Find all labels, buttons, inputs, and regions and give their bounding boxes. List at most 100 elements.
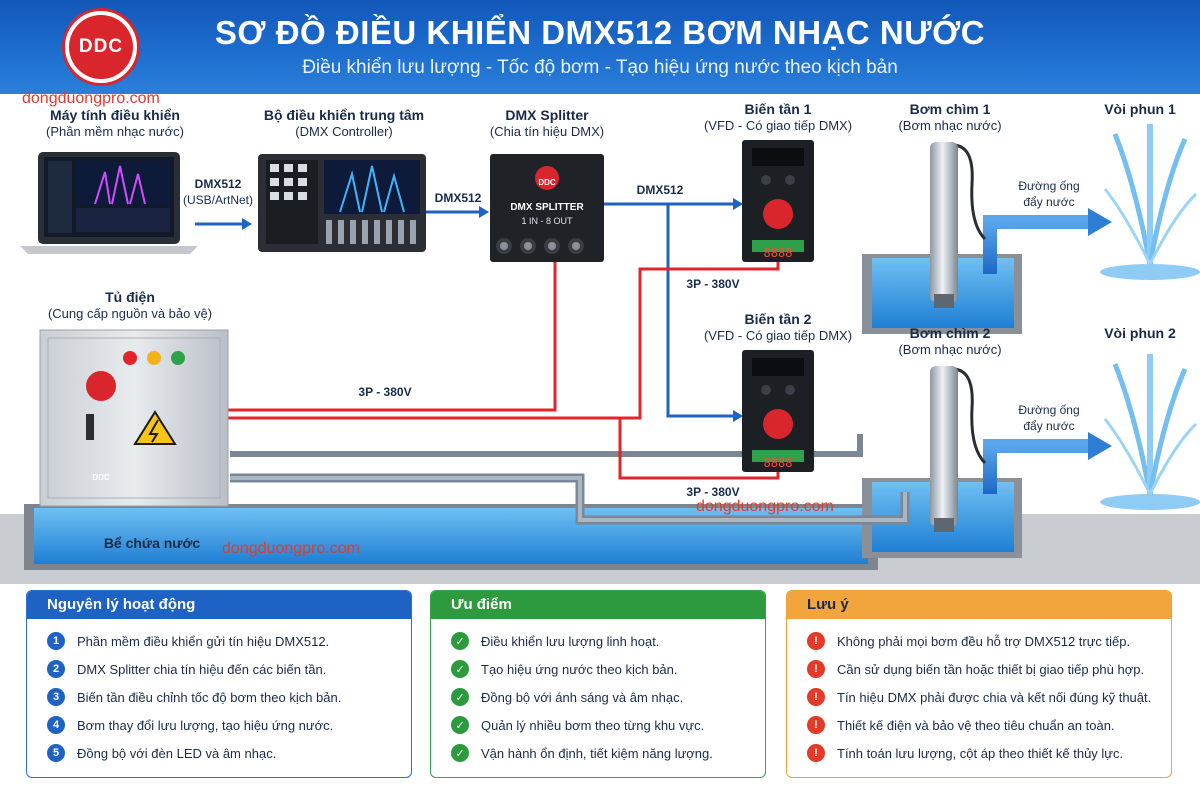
step-3-badge: 3 (47, 688, 65, 706)
vfd2-label: Biến tần 2 (VFD - Có giao tiếp DMX) (690, 310, 866, 345)
supply-pipe-2-inner (230, 476, 907, 522)
cabinet-name: Tủ điện (105, 289, 155, 305)
wire-label-dmx-usb-2: (USB/ArtNet) (182, 193, 253, 208)
page-title: SƠ ĐỒ ĐIỀU KHIỂN DMX512 BƠM NHẠC NƯỚC (214, 14, 986, 51)
dmx-line-4 (666, 204, 734, 418)
fountain1-label: Vòi phun 1 (1090, 100, 1190, 118)
pipe2-label-2: đẩy nước (1023, 419, 1075, 434)
splitter-label: DMX Splitter (Chia tín hiệu DMX) (470, 106, 624, 141)
output-pipe-2-arrow (1088, 432, 1112, 460)
ddc-logo: DDC (62, 8, 140, 86)
diagram: Máy tính điều khiển (Phần mềm nhạc nước)… (0, 94, 1200, 584)
check-icon: ✓ (451, 744, 469, 762)
vfd1-label: Biến tần 1 (VFD - Có giao tiếp DMX) (690, 100, 866, 135)
vfd1-display: 8888 (763, 246, 793, 260)
list-item-text: Đồng bộ với ánh sáng và âm nhạc. (481, 689, 684, 705)
panel-notes-list: ! Không phải mọi bơm đều hỗ trợ DMX512 tr… (787, 619, 1171, 767)
pump1-desc: (Bơm nhạc nước) (898, 118, 1002, 134)
panel-notes: Lưu ý !Không phải mọi bơm đều hỗ trợ DMX… (786, 590, 1172, 778)
fountain2-name: Vòi phun 2 (1104, 325, 1176, 341)
watermark-3: dongduongpro.com (222, 540, 360, 557)
wire-label-dmx-usb-1: DMX512 (194, 177, 242, 191)
dmx-controller (258, 154, 426, 252)
vfd-1 (742, 140, 814, 262)
list-item: ! Tín hiệu DMX phải được chia và kết nối … (807, 683, 1157, 711)
diagram-canvas (0, 124, 1200, 584)
panel-principle-title: Nguyên lý hoạt động (27, 591, 411, 619)
exclamation-icon: ! (807, 688, 825, 706)
pump1-label: Bơm chìm 1 (Bơm nhạc nước) (880, 100, 1020, 135)
panel-advantages: Ưu điểm ✓Điều khiển lưu lượng linh hoạt.… (430, 590, 766, 778)
panel-advantages-title: Ưu điểm (431, 591, 765, 619)
list-item-text: Vận hành ổn định, tiết kiệm năng lượng. (481, 745, 713, 761)
header: DDC SƠ ĐỒ ĐIỀU KHIỂN DMX512 BƠM NHẠC NƯỚ… (0, 0, 1200, 94)
controller-label: Bộ điều khiển trung tâm (DMX Controller) (244, 106, 444, 141)
page-subtitle: Điều khiển lưu lượng - Tốc độ bơm - Tạo … (302, 57, 898, 78)
pipe1-label-2: đẩy nước (1023, 195, 1075, 210)
list-item-text: Tạo hiệu ứng nước theo kịch bản. (481, 661, 678, 677)
computer-name: Máy tính điều khiển (50, 107, 180, 123)
list-item-text: Tín hiệu DMX phải được chia và kết nối đ… (837, 689, 1152, 705)
vfd1-name: Biến tần 1 (744, 101, 812, 117)
list-item: ✓Tạo hiệu ứng nước theo kịch bản. (451, 655, 751, 683)
pump1-name: Bơm chìm 1 (909, 101, 991, 117)
wire-label-dmx-usb: DMX512 (USB/ArtNet) (176, 176, 260, 208)
laptop (20, 152, 198, 254)
pump2-desc: (Bơm nhạc nước) (898, 342, 1002, 358)
vfd1-desc: (VFD - Có giao tiếp DMX) (703, 118, 853, 134)
vfd2-desc: (VFD - Có giao tiếp DMX) (703, 328, 853, 344)
power-line-main (228, 259, 557, 412)
cabinet-logo-text: DDC (92, 473, 110, 482)
pump2-name: Bơm chìm 2 (909, 325, 991, 341)
check-icon: ✓ (451, 632, 469, 650)
step-1-badge: 1 (47, 632, 65, 650)
step-2-badge: 2 (47, 660, 65, 678)
vfd2-display: 8888 (763, 456, 793, 470)
output-pipe-1 (983, 215, 1090, 274)
fountain1-name: Vòi phun 1 (1104, 101, 1176, 117)
check-icon: ✓ (451, 716, 469, 734)
power-line-vfd1 (228, 256, 780, 420)
list-item-text: Bơm thay đổi lưu lượng, tạo hiệu ứng nướ… (77, 717, 334, 733)
pipe1-label: Đường ống đẩy nước (1004, 178, 1094, 210)
list-item: ✓ Quản lý nhiều bơm theo từng khu vực. (451, 711, 751, 739)
splitter-logo-text: DDC (538, 178, 556, 187)
splitter-box-title: DMX SPLITTER (510, 202, 584, 213)
dmx-splitter (490, 154, 604, 262)
tank-label: Bể chứa nước (103, 535, 201, 551)
computer-label: Máy tính điều khiển (Phần mềm nhạc nước) (20, 106, 210, 141)
list-item-text: Quản lý nhiều bơm theo từng khu vực. (481, 717, 705, 733)
submersible-pump-1 (930, 142, 987, 308)
ddc-logo-text: DDC (69, 15, 133, 79)
list-item: ✓Đồng bộ với ánh sáng và âm nhạc. (451, 683, 751, 711)
fountain-2-spray (1100, 354, 1200, 510)
wire-label-dmx-3: DMX512 (636, 183, 684, 197)
list-item: !Cần sử dụng biến tần hoặc thiết bị giao… (807, 655, 1157, 683)
watermark-2: dongduongpro.com (696, 498, 834, 515)
list-item: ! Không phải mọi bơm đều hỗ trợ DMX512 tr… (807, 627, 1157, 655)
list-item-text: Không phải mọi bơm đều hỗ trợ DMX512 trự… (837, 633, 1131, 649)
pipe2-label: Đường ống đẩy nước (1004, 402, 1094, 434)
list-item: ! Tính toán lưu lượng, cột áp theo thiết … (807, 739, 1157, 767)
exclamation-icon: ! (807, 660, 825, 678)
splitter-name: DMX Splitter (505, 107, 589, 123)
vfd-2 (742, 350, 814, 472)
exclamation-icon: ! (807, 716, 825, 734)
wire-label-power-main: 3P - 380V (358, 385, 412, 399)
list-item: ✓Điều khiển lưu lượng linh hoạt. (451, 627, 751, 655)
exclamation-icon: ! (807, 744, 825, 762)
exclamation-icon: ! (807, 632, 825, 650)
pipe2-label-1: Đường ống (1018, 403, 1080, 417)
wire-label-dmx-2: DMX512 (434, 191, 482, 205)
list-item-text: Tính toán lưu lượng, cột áp theo thiết k… (837, 745, 1124, 761)
wire-label-power-vfd1: 3P - 380V (686, 277, 740, 291)
cabinet-label: Tủ điện (Cung cấp nguồn và bảo vệ) (30, 288, 230, 323)
step-4-badge: 4 (47, 716, 65, 734)
pump2-label: Bơm chìm 2 (Bơm nhạc nước) (880, 324, 1020, 359)
